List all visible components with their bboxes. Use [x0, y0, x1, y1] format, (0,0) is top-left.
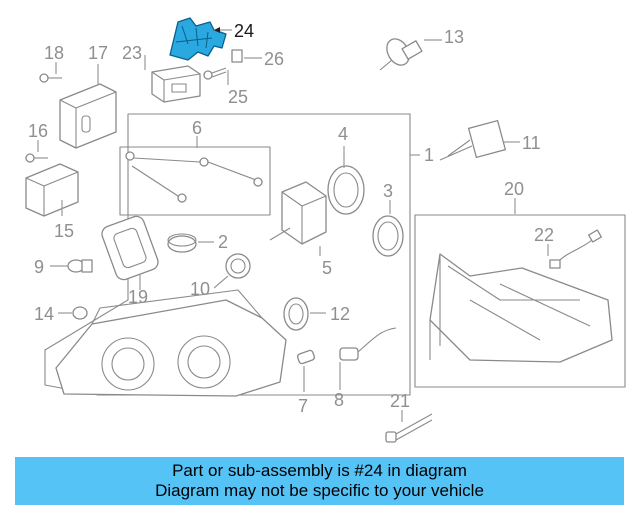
callout-20: 20 [504, 179, 524, 199]
callout-22: 22 [534, 225, 554, 245]
part-12-socket [283, 297, 309, 331]
part-20-shield [429, 253, 613, 363]
callout-25: 25 [228, 87, 248, 107]
callout-16: 16 [28, 121, 48, 141]
part-11-xenon-bulb [439, 119, 507, 161]
callout-15: 15 [54, 221, 74, 241]
part-21-bolt [385, 413, 433, 443]
part-23-module [151, 65, 201, 103]
callout-19: 19 [128, 287, 148, 307]
callout-14: 14 [34, 304, 54, 324]
callout-11: 11 [522, 133, 541, 153]
part-7-bulb [296, 349, 316, 365]
part-3-seal [372, 215, 404, 257]
callout-17: 17 [88, 43, 108, 63]
callout-7: 7 [298, 396, 308, 416]
callout-10: 10 [190, 279, 210, 299]
part-4-ring [327, 165, 365, 215]
callout-26: 26 [264, 49, 284, 69]
part-8-harness [339, 327, 397, 361]
callout-6: 6 [192, 118, 202, 138]
part-5-leveling-motor [269, 181, 327, 245]
part-13-bulb [379, 38, 423, 71]
callout-24: 24 [234, 21, 254, 41]
part-10-socket [225, 253, 251, 279]
banner-line-2: Diagram may not be specific to your vehi… [155, 481, 484, 500]
callout-9: 9 [34, 257, 44, 277]
part-9-bulb [67, 259, 93, 273]
callout-21: 21 [390, 391, 410, 411]
part-19-cover [101, 215, 159, 281]
callout-18: 18 [44, 43, 64, 63]
callout-1: 1 [424, 145, 434, 165]
part-14-plug [72, 306, 88, 320]
part-15-ballast [25, 163, 79, 217]
callout-23: 23 [122, 43, 142, 63]
headlamp-housing [55, 289, 287, 397]
part-22-sensor [549, 229, 602, 269]
part-17-control-unit [59, 83, 117, 149]
callout-8: 8 [334, 390, 344, 410]
callout-4: 4 [338, 124, 348, 144]
part-16-screw [25, 153, 48, 163]
part-26-clip [231, 49, 243, 63]
part-24-bracket[interactable] [169, 17, 227, 61]
part-25-screw [203, 67, 227, 80]
group-20-box [414, 214, 626, 388]
part-6-linkage [125, 151, 263, 203]
part-18-bolt [39, 73, 62, 83]
callout-12: 12 [330, 304, 350, 324]
banner-line-1: Part or sub-assembly is #24 in diagram [172, 461, 467, 480]
group-6-box [119, 146, 271, 216]
callout-5: 5 [322, 258, 332, 278]
part-2-cap [167, 233, 197, 253]
callout-3: 3 [383, 181, 393, 201]
info-banner: Part or sub-assembly is #24 in diagram D… [15, 457, 624, 505]
callout-13: 13 [444, 27, 464, 47]
callout-2: 2 [218, 232, 228, 252]
